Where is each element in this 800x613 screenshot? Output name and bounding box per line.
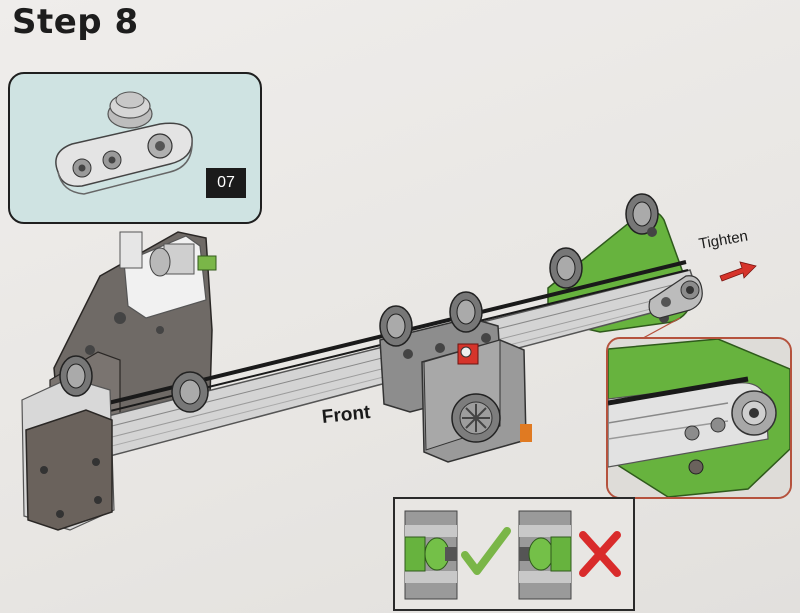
part-detail-panel: 07 bbox=[8, 72, 262, 224]
cross-icon bbox=[579, 531, 621, 577]
arrow-right-icon bbox=[719, 261, 757, 282]
correct-incorrect-panel bbox=[393, 497, 635, 611]
check-icon bbox=[461, 527, 511, 575]
step-title: Step 8 bbox=[12, 2, 139, 42]
tensioner-zoom-panel bbox=[606, 337, 792, 499]
part-number-badge: 07 bbox=[206, 168, 246, 198]
stepper-motor bbox=[25, 409, 113, 531]
tensioner-part-illustration bbox=[55, 91, 193, 195]
orientation-comparison bbox=[404, 510, 621, 600]
tensioner-zoom-illustration bbox=[608, 339, 790, 497]
